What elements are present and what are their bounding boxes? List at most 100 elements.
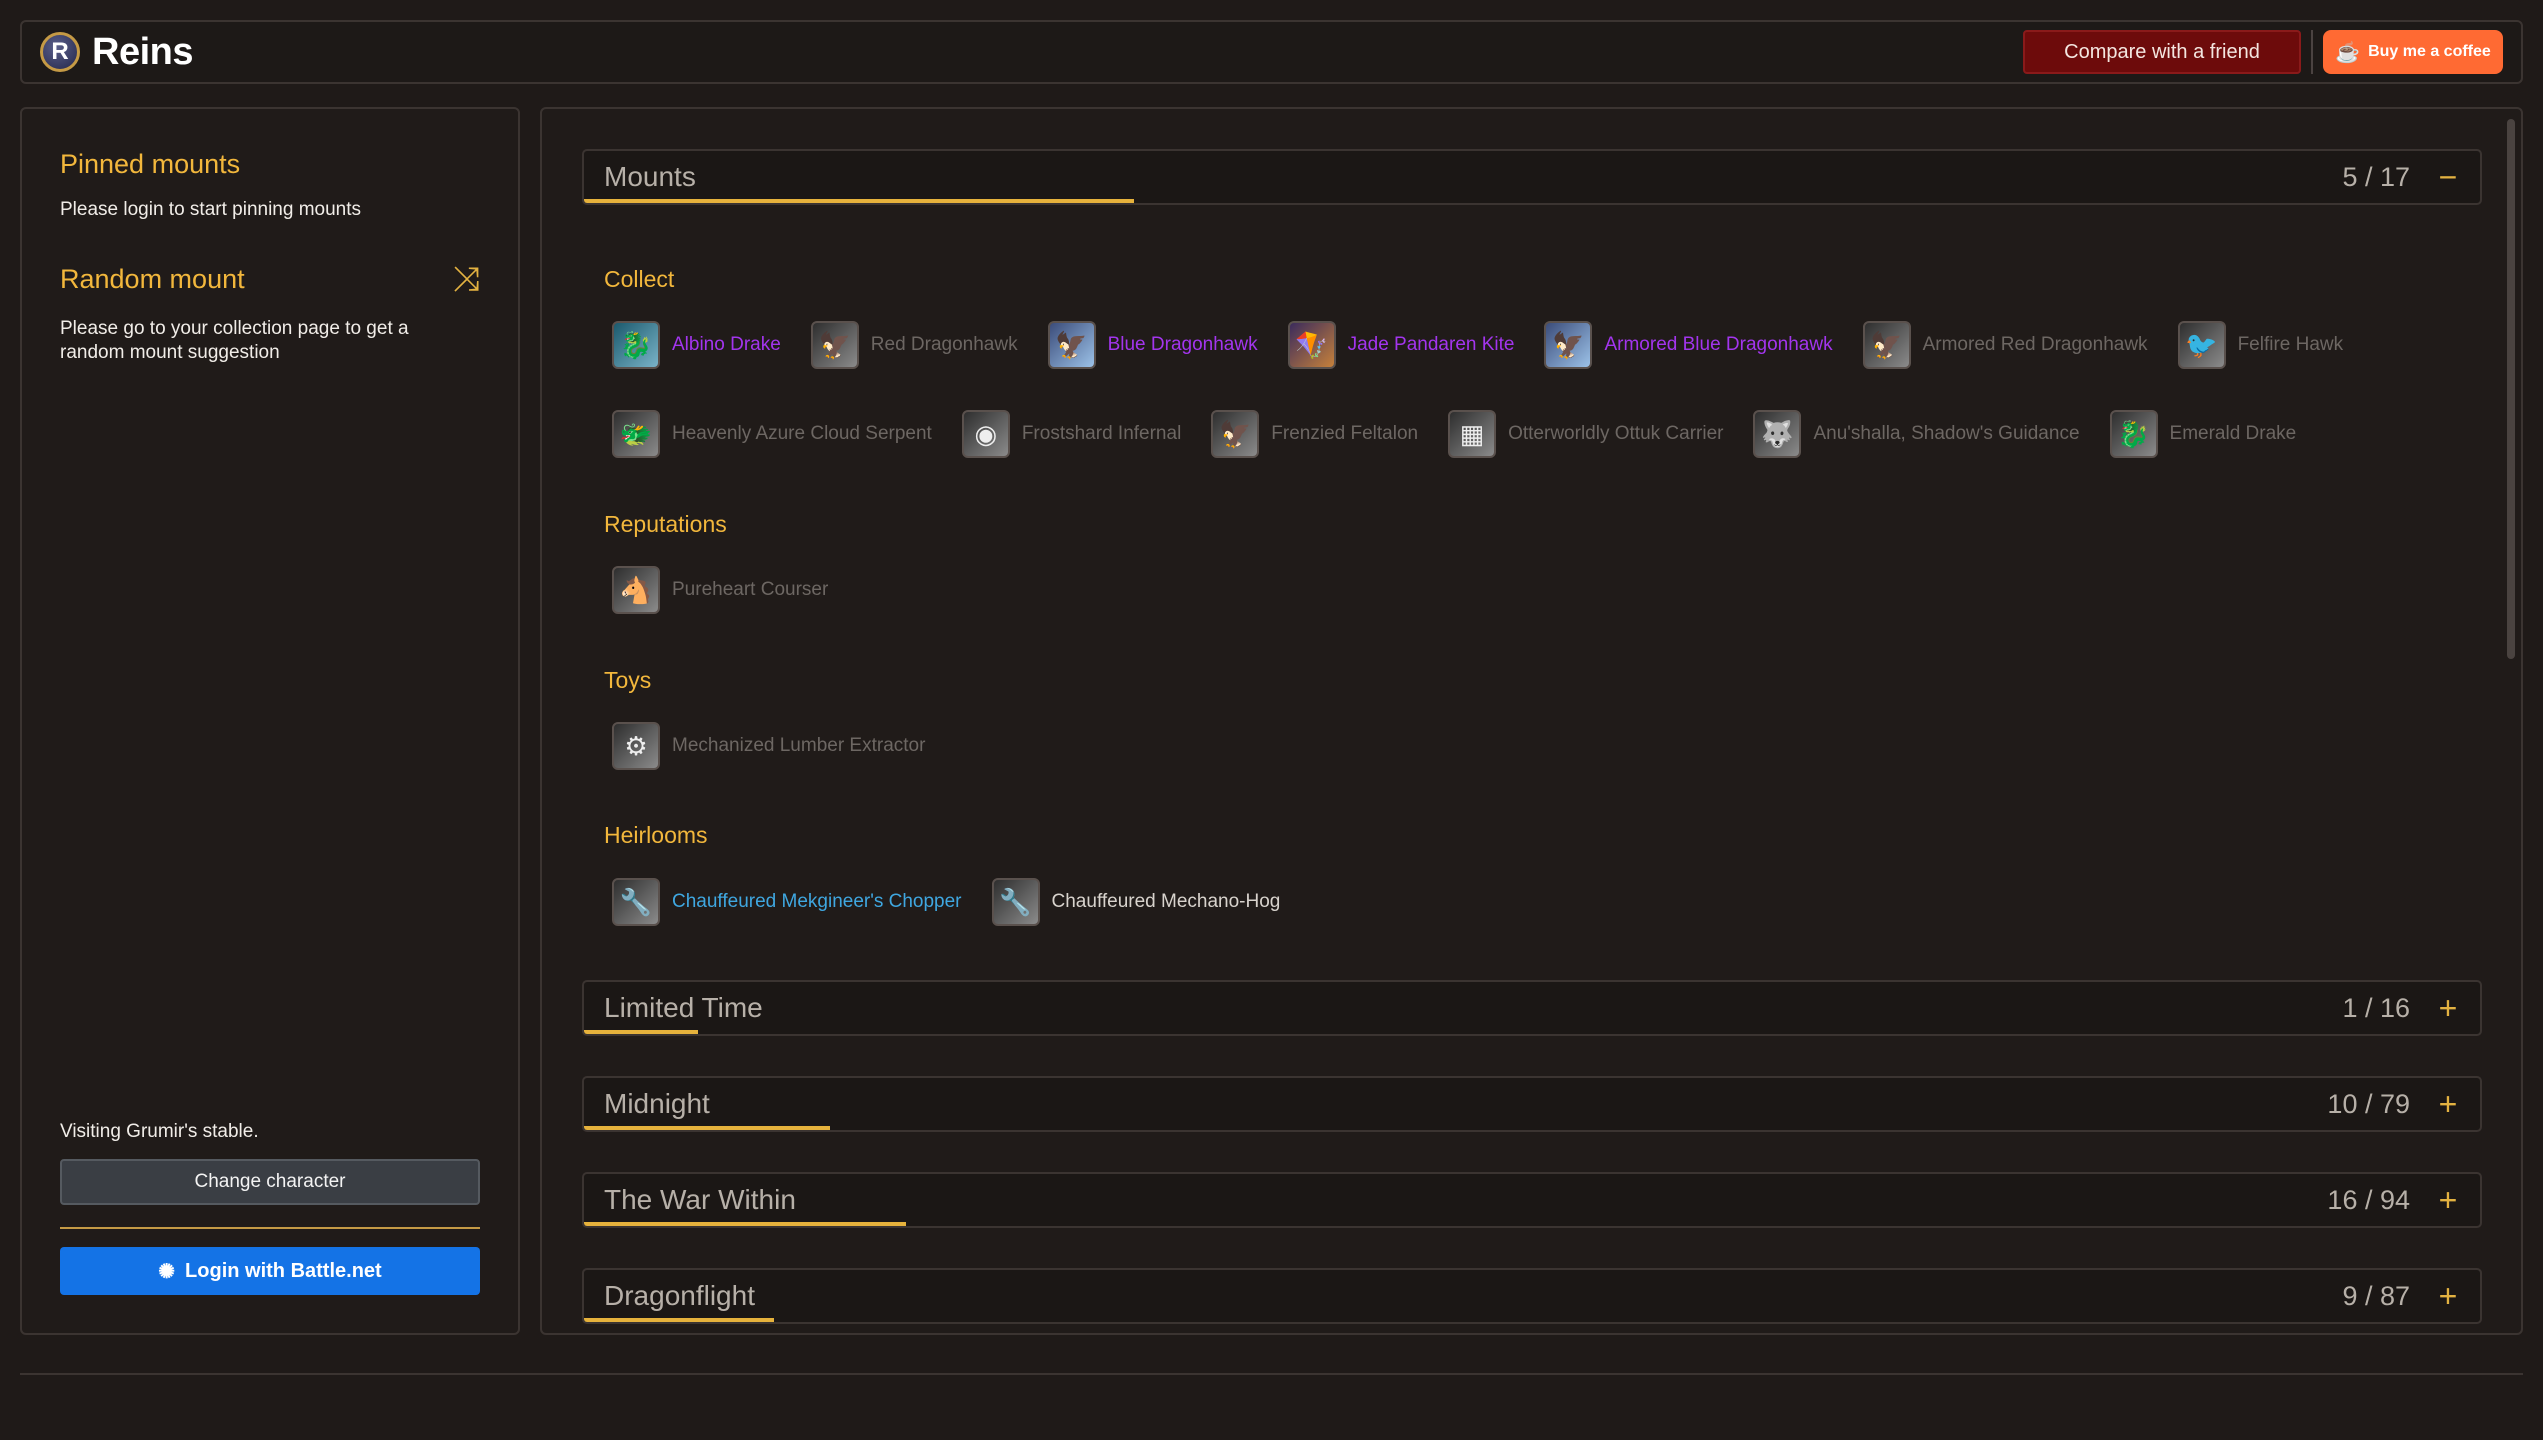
mount-name: Jade Pandaren Kite [1347,334,1515,355]
mount-row-collect-1: 🐉 Albino Drake 🦅 Red Dragonhawk 🦅 Blue D… [612,321,2373,369]
kite-icon: 🪁 [1287,321,1336,369]
mount-name: Armored Blue Dragonhawk [1604,334,1833,355]
footer-divider [20,1373,2523,1375]
mount-name: Albino Drake [672,334,781,355]
sidebar-divider [60,1227,480,1229]
logo-letter: R [51,38,69,65]
mount-item[interactable]: 🐉 Emerald Drake [2109,410,2296,458]
mount-name: Heavenly Azure Cloud Serpent [672,423,932,444]
category-limited-time[interactable]: Limited Time 1 / 16 + [582,980,2482,1036]
category-progress [584,199,1134,203]
mount-item[interactable]: 🦅 Red Dragonhawk [810,321,1018,369]
category-midnight[interactable]: Midnight 10 / 79 + [582,1076,2482,1132]
mount-row-toys: ⚙ Mechanized Lumber Extractor [612,722,955,770]
header-divider [2311,30,2313,74]
category-the-war-within[interactable]: The War Within 16 / 94 + [582,1172,2482,1228]
random-mount-header: Random mount ⤨ [60,260,480,299]
main-panel: Mounts 5 / 17 − Collect 🐉 Albino Drake 🦅… [540,107,2523,1335]
drake-icon: 🐉 [612,321,660,369]
mount-item[interactable]: 🐴 Pureheart Courser [612,566,828,614]
mount-name: Chauffeured Mechano-Hog [1051,891,1281,912]
mount-name: Armored Red Dragonhawk [1922,334,2148,355]
category-count: 16 / 94 [2327,1184,2410,1215]
mount-item[interactable]: 🔧 Chauffeured Mechano-Hog [991,878,1281,926]
category-name: The War Within [604,1184,796,1215]
shadow-cat-icon: 🐺 [1753,410,1802,458]
login-label: Login with Battle.net [185,1259,382,1282]
mount-item[interactable]: 🦅 Armored Blue Dragonhawk [1544,321,1833,369]
mount-item[interactable]: ▦ Otterworldly Ottuk Carrier [1448,410,1723,458]
category-dragonflight[interactable]: Dragonflight 9 / 87 + [582,1268,2482,1324]
drake-icon: 🐉 [2109,410,2158,458]
mount-item[interactable]: 🐲 Heavenly Azure Cloud Serpent [612,410,932,458]
cloud-serpent-icon: 🐲 [612,410,660,458]
mount-name: Blue Dragonhawk [1107,334,1258,355]
buy-me-a-coffee-button[interactable]: ☕ Buy me a coffee [2323,30,2503,74]
feltalon-icon: 🦅 [1211,410,1260,458]
mount-name: Red Dragonhawk [870,334,1018,355]
mount-item[interactable]: 🔧 Chauffeured Mekgineer's Chopper [612,878,962,926]
mount-item[interactable]: 🐦 Felfire Hawk [2177,321,2344,369]
mount-name: Frenzied Feltalon [1271,423,1419,444]
infernal-icon: ◉ [961,410,1010,458]
section-collect: Collect [604,266,675,292]
category-mounts[interactable]: Mounts 5 / 17 − [582,149,2482,205]
section-heirlooms: Heirlooms [604,822,708,848]
mount-row-heirlooms: 🔧 Chauffeured Mekgineer's Chopper 🔧 Chau… [612,878,1310,926]
battlenet-icon: ✺ [158,1260,176,1283]
category-name: Limited Time [604,992,763,1023]
expand-icon[interactable]: + [2438,1277,2458,1314]
random-mount-text: Please go to your collection page to get… [60,318,409,363]
category-name: Midnight [604,1088,710,1119]
pinned-mounts-text: Please login to start pinning mounts [60,199,362,220]
category-progress [584,1318,774,1322]
scrollbar[interactable] [2507,119,2515,659]
expand-icon[interactable]: + [2438,1181,2458,1218]
mount-name: Frostshard Infernal [1021,423,1182,444]
category-progress [584,1222,907,1226]
mount-name: Pureheart Courser [672,579,829,600]
mount-item[interactable]: 🦅 Armored Red Dragonhawk [1862,321,2148,369]
mount-item[interactable]: 🐺 Anu'shalla, Shadow's Guidance [1753,410,2080,458]
coffee-cup-icon: ☕ [2335,41,2361,64]
app-logo-icon[interactable]: R [40,32,80,72]
mount-item[interactable]: 🦅 Frenzied Feltalon [1211,410,1418,458]
login-battlenet-button[interactable]: ✺ Login with Battle.net [60,1247,480,1295]
app-title[interactable]: Reins [92,30,193,73]
mount-item[interactable]: 🪁 Jade Pandaren Kite [1287,321,1515,369]
category-name: Mounts [604,161,696,192]
dragonhawk-icon: 🦅 [1047,321,1096,369]
lumber-extractor-icon: ⚙ [612,722,660,770]
coffee-label: Buy me a coffee [2368,43,2491,60]
wrench-icon: 🔧 [612,878,660,926]
wrench-icon: 🔧 [991,878,1040,926]
horse-icon: 🐴 [612,566,660,614]
mount-name: Chauffeured Mekgineer's Chopper [672,891,962,912]
dragonhawk-icon: 🦅 [810,321,859,369]
expand-icon[interactable]: + [2438,989,2458,1026]
category-count: 5 / 17 [2342,161,2410,192]
category-progress [584,1030,698,1034]
change-character-button[interactable]: Change character [60,1159,480,1205]
mount-name: Felfire Hawk [2237,334,2344,355]
pinned-mounts-title: Pinned mounts [60,149,241,179]
armored-dragonhawk-icon: 🦅 [1544,321,1593,369]
armored-dragonhawk-icon: 🦅 [1862,321,1911,369]
mount-item[interactable]: ⚙ Mechanized Lumber Extractor [612,722,925,770]
mount-item[interactable]: 🐉 Albino Drake [612,321,781,369]
category-count: 10 / 79 [2327,1088,2410,1119]
expand-icon[interactable]: + [2438,1085,2458,1122]
collapse-icon[interactable]: − [2438,158,2458,195]
mount-name: Mechanized Lumber Extractor [672,735,926,756]
mount-row-reputations: 🐴 Pureheart Courser [612,566,858,614]
shuffle-icon[interactable]: ⤨ [452,260,480,298]
mount-row-collect-2: 🐲 Heavenly Azure Cloud Serpent ◉ Frostsh… [612,410,2326,458]
mount-item[interactable]: ◉ Frostshard Infernal [961,410,1182,458]
compare-with-friend-button[interactable]: Compare with a friend [2023,30,2301,74]
mount-name: Anu'shalla, Shadow's Guidance [1813,423,2080,444]
category-progress [584,1126,831,1130]
mount-item[interactable]: 🦅 Blue Dragonhawk [1047,321,1258,369]
mount-name: Otterworldly Ottuk Carrier [1508,423,1724,444]
visiting-text: Visiting Grumir's stable. [60,1121,259,1142]
sidebar: Pinned mounts Please login to start pinn… [20,107,520,1335]
